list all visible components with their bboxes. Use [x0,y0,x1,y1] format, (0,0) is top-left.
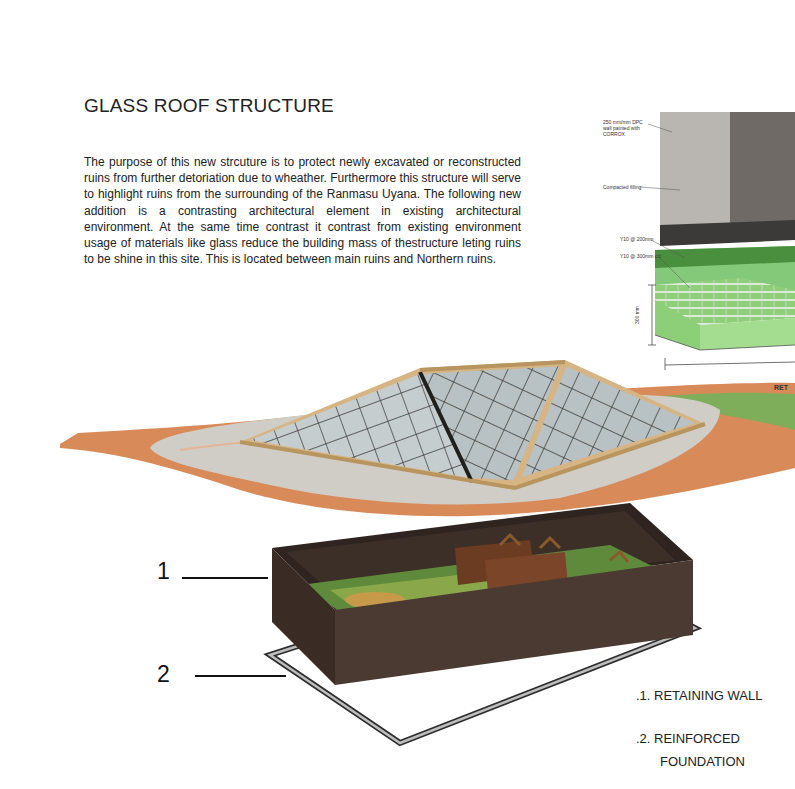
detail-note: 250 mm/mm DPC wall painted with CORROX [603,119,647,137]
dimension: 300 mm [634,306,640,324]
part-name: .1. RETAINING WALL [636,688,762,703]
part-name: .2. REINFORCED FOUNDATION [636,727,795,773]
callout-number: 2 [157,661,170,688]
rebar-note: Y10 @ 300mm c/c [620,253,661,259]
title: GLASS ROOF STRUCTURE [84,95,334,117]
leader-line [195,675,286,677]
detail-note: RET [774,384,788,391]
description-text: The purpose of this new strcuture is to … [84,154,521,267]
glass-roof [240,360,705,488]
detail-note: Compacted filling [603,184,641,190]
leader-line [182,577,268,579]
retaining-wall [272,503,693,685]
callout-number: 1 [157,558,170,585]
rebar-note: Y10 @ 200mm [620,236,653,242]
foundation-detail [640,112,795,370]
